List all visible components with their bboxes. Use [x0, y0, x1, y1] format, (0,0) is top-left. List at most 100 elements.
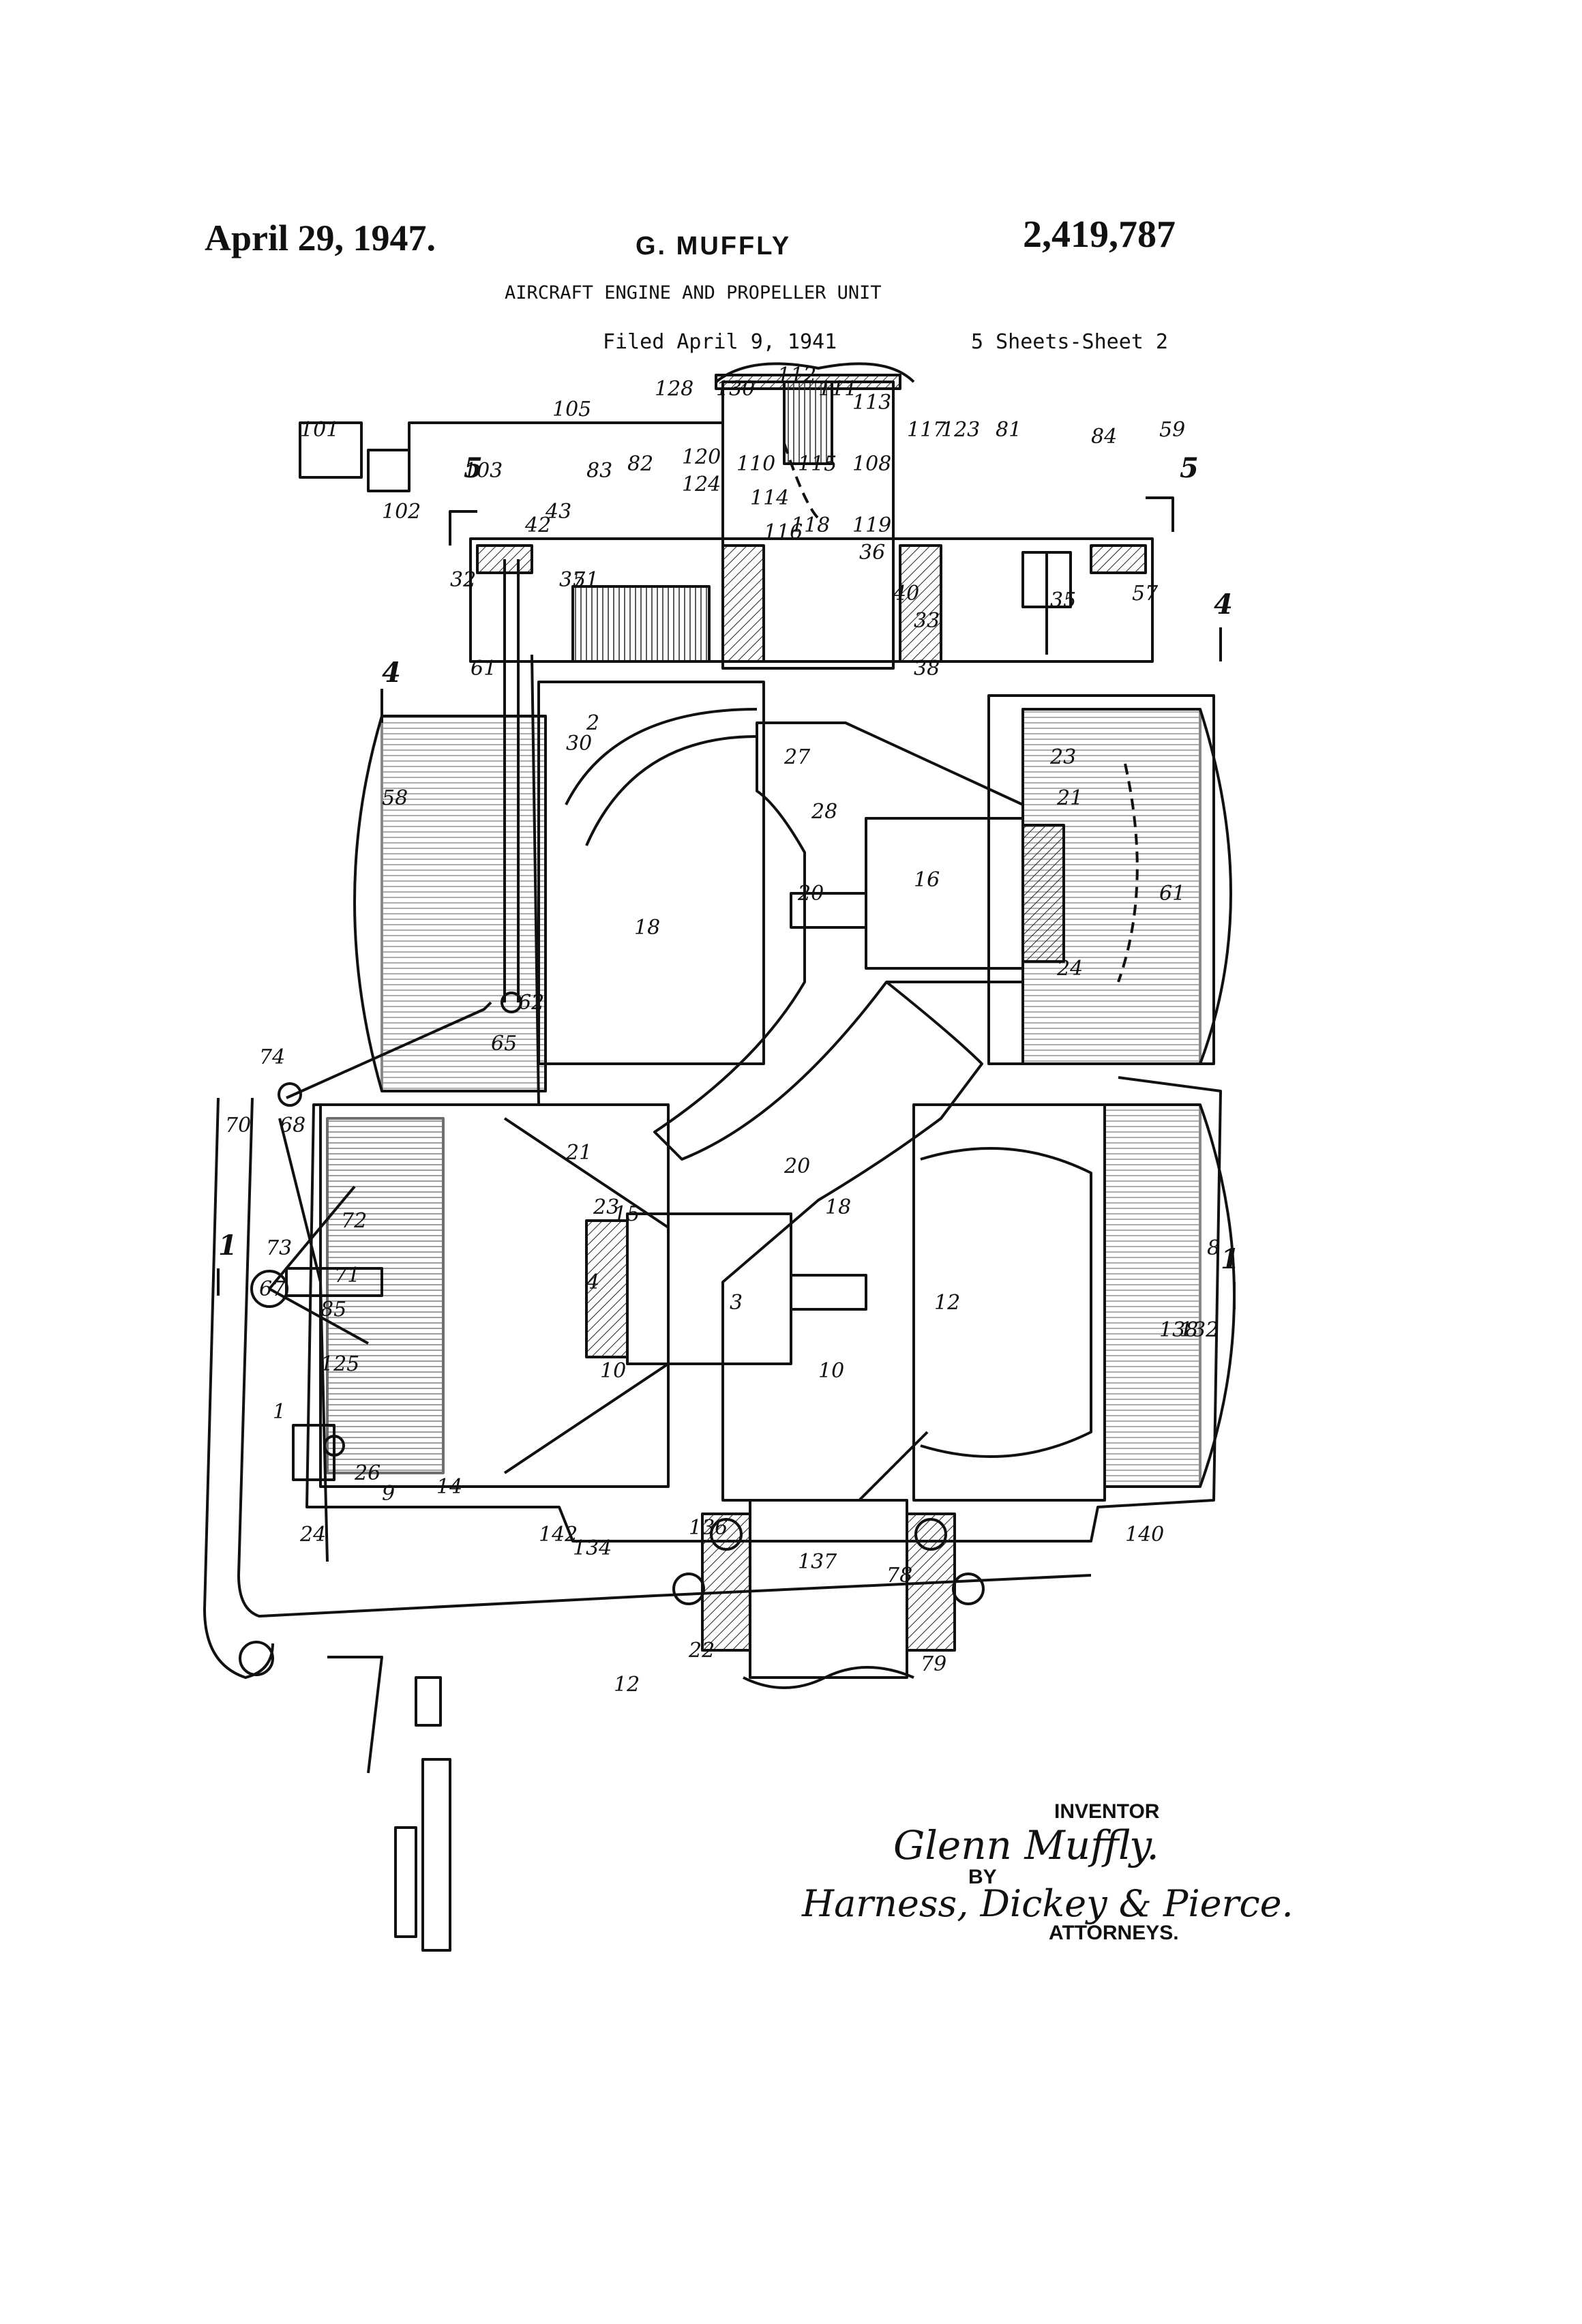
ref-numeral-110: 110	[736, 452, 775, 476]
unit-102	[368, 450, 409, 491]
ref-numeral-72: 72	[341, 1209, 367, 1233]
ref-numeral-83: 83	[586, 459, 612, 483]
ref-numeral-105: 105	[552, 398, 591, 421]
ref-numeral-73: 73	[266, 1236, 292, 1260]
ref-numeral-108: 108	[852, 452, 891, 476]
pivot-65	[279, 1084, 301, 1105]
ref-numeral-61: 61	[1159, 882, 1185, 906]
upper-left-drum-fins	[382, 716, 546, 1091]
rod-20-lower	[791, 1275, 866, 1309]
ref-numeral-59: 59	[1159, 418, 1185, 442]
inventor-label: INVENTOR	[1054, 1800, 1159, 1823]
ref-numeral-136: 136	[689, 1516, 728, 1540]
ref-numeral-85: 85	[320, 1298, 346, 1322]
ref-numeral-10: 10	[818, 1359, 844, 1383]
ref-numeral-28: 28	[811, 800, 837, 824]
lower-right-drum-fins	[1105, 1105, 1200, 1487]
ref-numeral-18: 18	[825, 1195, 851, 1219]
ref-numeral-57: 57	[1132, 582, 1159, 606]
ref-numeral-24: 24	[299, 1523, 326, 1547]
upper-arc-inner	[586, 736, 757, 846]
ref-numeral-18: 18	[634, 916, 660, 940]
section-mark-1: 1	[218, 1230, 237, 1262]
ref-numeral-65: 65	[491, 1032, 517, 1056]
ref-numeral-21: 21	[565, 1141, 592, 1165]
part-12-side	[395, 1828, 416, 1937]
ref-numeral-42: 42	[524, 513, 551, 537]
attorneys-label: ATTORNEYS.	[1049, 1922, 1179, 1945]
ref-numeral-27: 27	[783, 745, 811, 769]
ball-bearing-142	[953, 1574, 983, 1604]
ref-numeral-102: 102	[382, 500, 421, 524]
ref-numeral-20: 20	[783, 1154, 810, 1178]
upper-bearing-left	[723, 546, 764, 661]
ref-numeral-79: 79	[921, 1652, 946, 1676]
crank-14-upper	[655, 723, 1023, 1159]
upper-right-flange	[1091, 546, 1146, 573]
ref-numeral-35: 35	[1050, 589, 1076, 612]
ref-numeral-21: 21	[1056, 786, 1083, 810]
ball-bearing-134	[674, 1574, 704, 1604]
ref-numeral-10: 10	[600, 1359, 626, 1383]
ref-numeral-70: 70	[225, 1114, 251, 1137]
ref-numeral-4: 4	[586, 1270, 599, 1294]
ref-numeral-3: 3	[730, 1291, 743, 1315]
ref-numeral-20: 20	[797, 882, 824, 906]
ref-numeral-74: 74	[259, 1045, 285, 1069]
ref-numeral-142: 142	[539, 1523, 578, 1547]
ref-numeral-12: 12	[934, 1291, 960, 1315]
ref-numeral-38: 38	[914, 657, 940, 681]
ref-numeral-58: 58	[382, 786, 408, 810]
ref-numeral-37: 37	[559, 568, 586, 592]
part-22	[416, 1678, 441, 1725]
ref-numeral-123: 123	[941, 418, 980, 442]
crank-14-lower	[723, 982, 982, 1500]
section-mark-4: 4	[382, 657, 401, 689]
attorney-signature: Harness, Dickey & Pierce.	[802, 1882, 1294, 1925]
ref-numeral-1: 1	[273, 1400, 286, 1424]
ref-numeral-67: 67	[259, 1277, 286, 1301]
section-mark-5: 5	[464, 452, 483, 484]
ref-numeral-30: 30	[566, 732, 592, 756]
ref-numeral-15: 15	[614, 1202, 640, 1226]
lead-103	[409, 423, 723, 450]
inventor-signature: Glenn Muffly.	[893, 1822, 1159, 1868]
ref-numeral-14: 14	[436, 1475, 462, 1499]
ref-numeral-78: 78	[886, 1564, 912, 1588]
ref-numeral-8: 8	[1207, 1236, 1220, 1260]
ref-numeral-16: 16	[914, 868, 940, 892]
shroud-79	[327, 1657, 382, 1773]
ref-numeral-111: 111	[818, 377, 857, 401]
ref-numeral-26: 26	[354, 1461, 380, 1485]
ref-numeral-112: 112	[777, 363, 816, 387]
ref-numeral-119: 119	[852, 513, 891, 537]
section-mark-4: 4	[1214, 589, 1233, 621]
ref-numeral-120: 120	[682, 445, 721, 469]
ref-numeral-62: 62	[518, 991, 544, 1015]
ref-numeral-81: 81	[996, 418, 1021, 442]
ref-numeral-140: 140	[1125, 1523, 1164, 1547]
ref-numeral-128: 128	[655, 377, 693, 401]
ref-numeral-124: 124	[682, 473, 721, 496]
ref-numeral-138: 138	[1159, 1318, 1198, 1342]
ref-numeral-137: 137	[798, 1550, 837, 1574]
ref-numeral-125: 125	[320, 1352, 359, 1376]
section-5-right	[1146, 498, 1173, 532]
ref-numeral-134: 134	[573, 1536, 612, 1560]
ref-numeral-9: 9	[382, 1482, 395, 1506]
ref-numeral-130: 130	[716, 377, 755, 401]
ref-numeral-71: 71	[334, 1264, 360, 1287]
ref-numeral-40: 40	[893, 582, 919, 606]
ref-numeral-32: 32	[450, 568, 476, 592]
ref-numeral-61: 61	[471, 657, 496, 681]
ref-numeral-23: 23	[1049, 745, 1076, 769]
upper-gear-teeth	[573, 586, 709, 661]
ref-numeral-113: 113	[852, 391, 891, 415]
ref-numeral-36: 36	[859, 541, 885, 565]
piston-15	[627, 1214, 791, 1364]
ref-numeral-118: 118	[791, 513, 830, 537]
ref-numeral-114: 114	[750, 486, 789, 510]
section-mark-5: 5	[1180, 452, 1199, 484]
piston-16-pin-block	[1023, 825, 1064, 962]
